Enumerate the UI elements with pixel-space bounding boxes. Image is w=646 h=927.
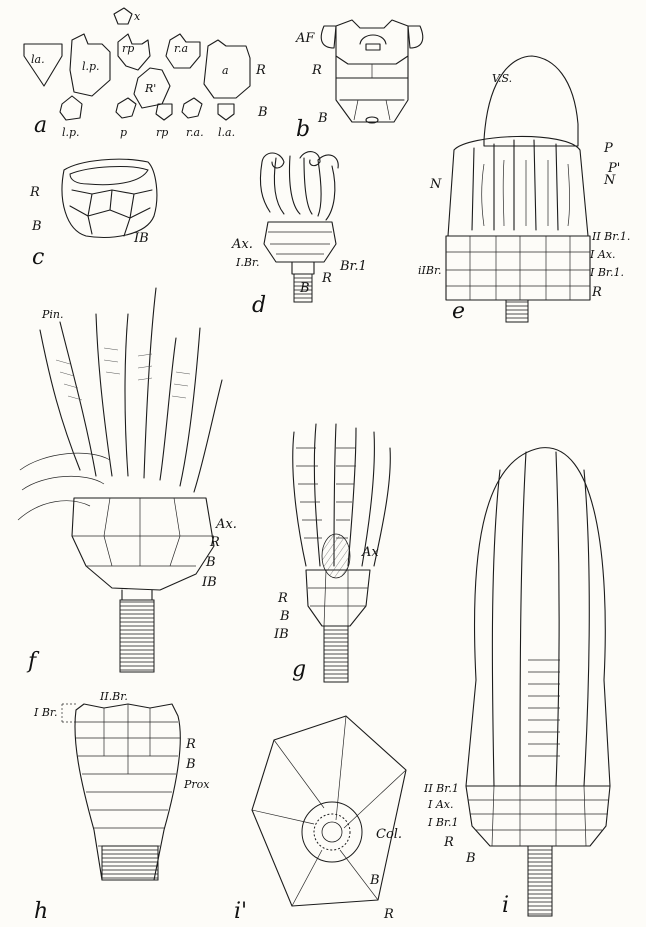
figure-i-prime: Col. B R i' xyxy=(234,716,406,924)
label-R-g: R xyxy=(277,591,288,606)
figure-h: II.Br. I Br. R B Prox h xyxy=(33,690,210,924)
figure-letter-i: i xyxy=(502,893,509,918)
figure-letter-f: f xyxy=(26,649,40,674)
label-Col: Col. xyxy=(376,827,402,842)
label-Ax-f: Ax. xyxy=(215,517,237,532)
label-N-right: N xyxy=(603,173,616,188)
label-R-d: R xyxy=(321,271,332,286)
label-a: a xyxy=(222,64,229,77)
label-R-c: R xyxy=(29,185,40,200)
label-IIBr1: II Br.1. xyxy=(591,230,630,243)
figure-letter-b: b xyxy=(296,117,310,142)
figure-d: Ax. I.Br. Br.1 R B d xyxy=(231,152,367,318)
figure-letter-c: c xyxy=(32,245,44,270)
label-IBr1-i: I Br.1 xyxy=(427,816,458,829)
label-IB-f: IB xyxy=(201,575,217,590)
figure-letter-g: g xyxy=(292,657,306,682)
label-IAx-i: I Ax. xyxy=(427,798,454,811)
label-IB-g: IB xyxy=(273,627,289,642)
label-la-lower: l.a. xyxy=(218,126,235,139)
label-R-iprime: R xyxy=(383,907,394,922)
label-IBr-d: I.Br. xyxy=(235,256,259,269)
label-lp-upper: l.p. xyxy=(82,60,100,73)
figure-a: x la. l.p. rp r.a R' a R B l.p. p rp r.a… xyxy=(24,8,268,139)
label-iIBr: iIBr. xyxy=(418,264,442,277)
label-R: R xyxy=(255,63,266,78)
label-lp-lower: l.p. xyxy=(62,126,80,139)
label-R-e: R xyxy=(591,285,602,300)
figure-g: Ax R B IB g xyxy=(273,424,390,682)
figure-letter-d: d xyxy=(252,293,266,318)
label-la-upper: la. xyxy=(31,53,45,66)
label-IIBr-h: II.Br. xyxy=(99,690,128,703)
label-B-c: B xyxy=(31,219,42,234)
label-B-f: B xyxy=(205,555,216,570)
label-B-b: B xyxy=(317,111,328,126)
label-ra-upper: r.a xyxy=(174,42,188,55)
label-VS: V.S. xyxy=(492,72,512,85)
label-P: P xyxy=(603,141,613,156)
label-B: B xyxy=(257,105,268,120)
label-IBr-h: I Br. xyxy=(33,706,57,719)
label-IIBr1-i: II Br.1 xyxy=(423,782,459,795)
figure-letter-e: e xyxy=(452,299,465,324)
label-IBr1-e: I Br.1. xyxy=(589,266,624,279)
figure-b: AF R B b xyxy=(295,20,423,142)
label-ra-lower: r.a. xyxy=(186,126,204,139)
label-IB-c: IB xyxy=(133,231,149,246)
label-B-g: B xyxy=(279,609,290,624)
label-x: x xyxy=(134,10,141,23)
label-R-b: R xyxy=(311,63,322,78)
figure-c: R B IB c xyxy=(29,159,157,270)
label-R-i: R xyxy=(443,835,454,850)
label-rp-upper: rp xyxy=(122,42,134,55)
figure-f: Pin. Ax. R B IB f xyxy=(18,288,237,674)
figure-letter-a: a xyxy=(34,113,47,138)
label-rp-lower: rp xyxy=(156,126,168,139)
label-r-prime: R' xyxy=(144,82,156,95)
label-Br1-d: Br.1 xyxy=(339,259,367,274)
figure-letter-h: h xyxy=(34,899,48,924)
label-AF: AF xyxy=(295,31,315,46)
label-B-h: B xyxy=(185,757,196,772)
label-IAx: I Ax. xyxy=(589,248,616,261)
label-B-d: B xyxy=(299,281,310,296)
label-Pin: Pin. xyxy=(41,308,64,321)
label-Prox: Prox xyxy=(183,778,210,791)
label-R-h: R xyxy=(185,737,196,752)
figure-e: V.S. P P' N N II Br.1. I Ax. iIBr. I Br.… xyxy=(418,56,630,324)
label-p: p xyxy=(120,126,127,139)
label-R-f: R xyxy=(209,535,220,550)
label-Ax-g: Ax xyxy=(361,545,379,560)
label-B-i: B xyxy=(465,851,476,866)
label-Ax-d: Ax. xyxy=(231,237,253,252)
label-B-iprime: B xyxy=(369,873,380,888)
label-N-left: N xyxy=(429,177,442,192)
figure-letter-i-prime: i' xyxy=(234,899,247,924)
figure-i: II Br.1 I Ax. I Br.1 R B i xyxy=(423,448,610,918)
